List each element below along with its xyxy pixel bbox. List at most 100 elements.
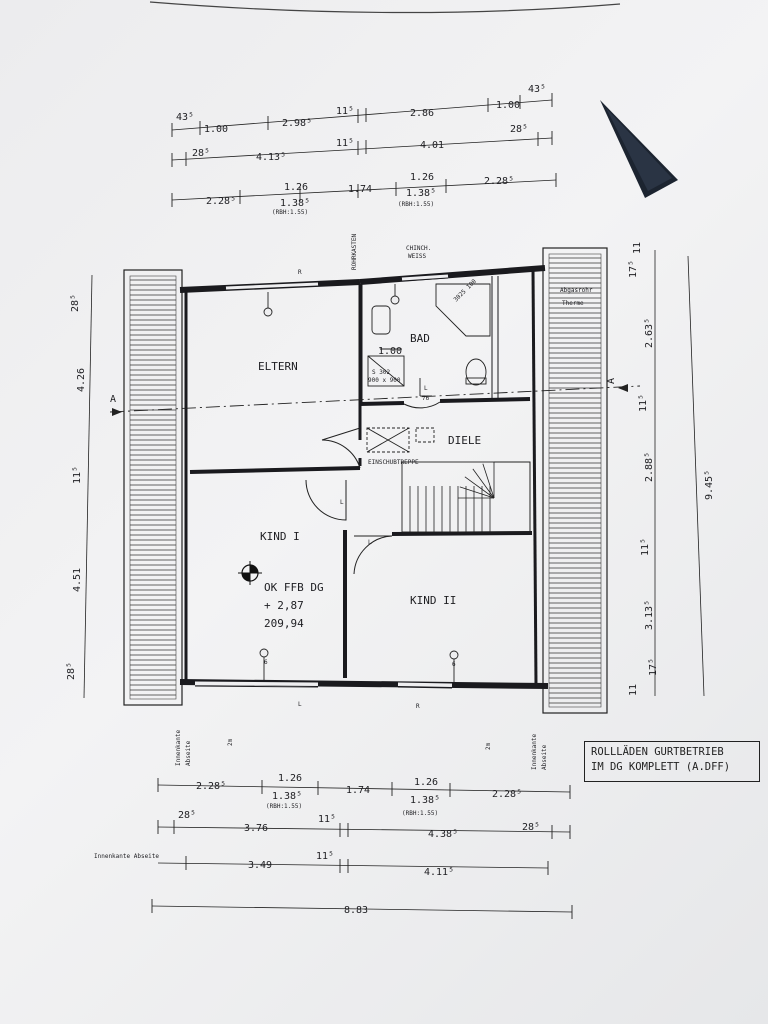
right-dim-b: 17⁵	[628, 260, 639, 278]
bottom-dim-1-d: (RBH:1.55)	[266, 803, 302, 810]
therme-label: Therme	[562, 300, 584, 307]
doors	[305, 401, 441, 575]
rohrkasten-label: ROHRKASTEN	[351, 233, 358, 270]
top-dim-1-c: 2.98⁵	[282, 118, 312, 129]
bottom-dim-2-a: 28⁵	[178, 810, 196, 821]
bottom-dim-3-c: 4.11⁵	[424, 867, 454, 878]
right-dim-total: 9.45⁵	[704, 470, 715, 500]
twom-right: 2m	[485, 742, 492, 750]
section-a-left: A	[110, 394, 116, 405]
left-dim-c: 11⁵	[72, 466, 83, 484]
left-dim-e: 28⁵	[66, 662, 77, 680]
stair-step-winder	[464, 476, 495, 499]
top-dim-2-a: 28⁵	[192, 148, 210, 159]
top-dim-3-h: (RBH:1.55)	[398, 201, 434, 208]
level-line-3: 209,94	[264, 617, 304, 630]
top-dim-1-d: 11⁵	[336, 106, 354, 117]
bottom-dim-1-f: 1.26	[414, 777, 438, 788]
top-dim-1-f: 1.00	[496, 100, 520, 111]
bottom-dim-1-h: (RBH:1.55)	[402, 810, 438, 817]
weiss-label: WEISS	[408, 253, 426, 260]
top-dim-3-a: 2.28⁵	[206, 196, 236, 207]
bottom-dim-2-b: 3.76	[244, 823, 268, 834]
room-label-diele: DIELE	[448, 434, 481, 447]
note-line-1: ROLLLÄDEN GURTBETRIEB	[591, 746, 724, 758]
left-dim-d: 4.51	[72, 568, 83, 592]
top-dim-3-f: 1.26	[410, 172, 434, 183]
stair-step-winder	[472, 468, 495, 499]
bottom-dim-3-a: 3.49	[248, 860, 272, 871]
room-label-kind1: KIND I	[260, 530, 300, 543]
right-dim-c: 2.63⁵	[644, 318, 655, 348]
room-label-bad: BAD	[410, 332, 430, 345]
level-line-2: + 2,87	[264, 599, 304, 612]
bottom-dim-3-label: Innenkante Abseite	[94, 853, 159, 860]
abgasrohr-label: Abgasrohr	[560, 287, 593, 294]
interior-walls	[189, 276, 533, 678]
right-dim-d: 11⁵	[638, 394, 649, 412]
einschubtreppe-box	[366, 427, 435, 453]
right-dim-a: 11	[632, 242, 643, 254]
left-dim-a: 28⁵	[70, 294, 81, 312]
stair-step-winder	[459, 486, 495, 499]
room-label-eltern: ELTERN	[258, 360, 298, 373]
note-line-2: IM DG KOMPLETT (A.DFF)	[591, 761, 731, 773]
bad-width-label: 1.00	[378, 346, 402, 357]
left-roof-hatch	[123, 269, 183, 706]
top-dim-1-b: 1.00	[204, 124, 228, 135]
top-dim-2-e: 28⁵	[510, 124, 528, 135]
bottom-dim-total: 8.83	[344, 905, 368, 916]
bottom-dim-1-i: 2.28⁵	[492, 789, 522, 800]
left-dim-b: 4.26	[76, 368, 87, 392]
top-dim-3-b: 1.26	[284, 182, 308, 193]
top-dim-1-e: 2.86	[410, 108, 434, 119]
door-76-label: 76	[422, 395, 430, 402]
dimension-ticks	[151, 93, 573, 919]
note-box: ROLLLÄDEN GURTBETRIEB IM DG KOMPLETT (A.…	[584, 741, 760, 782]
bottom-dim-1-c: 1.38⁵	[272, 791, 302, 802]
top-dim-1-a: 43⁵	[176, 112, 194, 123]
mark-l-door-2: L	[368, 539, 372, 546]
section-a-right: A	[606, 378, 617, 384]
shower-label: S 302	[372, 369, 390, 376]
mark-r-top: R	[298, 269, 302, 276]
dimension-lines	[83, 99, 705, 913]
twom-left: 2m	[227, 738, 234, 746]
chinch-label: CHINCH.	[406, 245, 431, 252]
bathroom-fixtures	[367, 283, 491, 397]
top-dim-2-c: 11⁵	[336, 138, 354, 149]
right-dim-h: 17⁵	[648, 658, 659, 676]
top-dim-2-b: 4.13⁵	[256, 152, 286, 163]
bottom-dim-1-b: 1.26	[278, 773, 302, 784]
outlet-markers	[259, 284, 459, 682]
bottom-dim-1-g: 1.38⁵	[410, 795, 440, 806]
abseite-left: Abseite	[185, 740, 192, 766]
outer-walls	[179, 265, 549, 689]
stair-step-winder	[482, 463, 495, 499]
innenkante-left: Innenkante	[175, 729, 182, 766]
north-arrow-shade	[606, 108, 672, 191]
outlet-label-2: 6	[452, 661, 456, 668]
top-dim-3-e: 1.74	[348, 184, 372, 195]
stair-steps	[409, 462, 495, 532]
section-line	[109, 384, 641, 416]
bottom-dim-2-e: 28⁵	[522, 822, 540, 833]
tub-label: 3025 100	[452, 278, 478, 304]
room-label-kind2: KIND II	[410, 594, 456, 607]
top-dim-1-g: 43⁵	[528, 84, 546, 95]
bottom-dim-3-b: 11⁵	[316, 851, 334, 862]
bottom-dim-2-c: 11⁵	[318, 814, 336, 825]
bottom-dim-1-e: 1.74	[346, 785, 370, 796]
right-dim-i: 11	[628, 684, 639, 696]
right-roof-slats	[549, 257, 601, 704]
right-dim-f: 11⁵	[640, 538, 651, 556]
mark-l-door: L	[340, 499, 344, 506]
top-dim-3-d: (RBH:1.55)	[272, 209, 308, 216]
level-mark-icon	[238, 561, 262, 585]
innenkante-right: Innenkante	[531, 733, 538, 770]
paper-edge-arc	[149, 1, 621, 14]
top-dim-3-g: 1.38⁵	[406, 188, 436, 199]
level-line-1: OK FFB DG	[264, 581, 324, 594]
